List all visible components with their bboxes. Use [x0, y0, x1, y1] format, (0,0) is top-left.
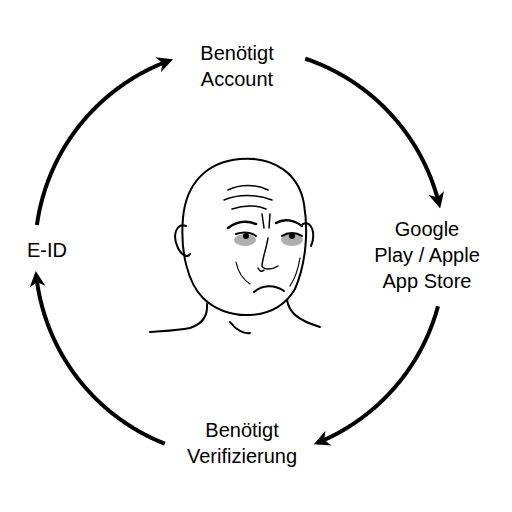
- cycle-step: Benötigt Verifizierung: [176, 415, 308, 471]
- cycle-arrow: [305, 59, 439, 204]
- step-label: Benötigt Verifizierung: [178, 417, 306, 469]
- cycle-step: E-ID: [15, 235, 79, 265]
- cycle-arrow: [36, 276, 165, 444]
- step-label: E-ID: [17, 237, 77, 263]
- cycle-arrow: [318, 306, 438, 442]
- cycle-step: Google Play / Apple App Store: [371, 214, 483, 296]
- step-label: Google Play / Apple App Store: [373, 216, 481, 294]
- cycle-step: Benötigt Account: [179, 38, 295, 94]
- step-label: Benötigt Account: [181, 40, 293, 92]
- cycle-arrow: [37, 61, 169, 225]
